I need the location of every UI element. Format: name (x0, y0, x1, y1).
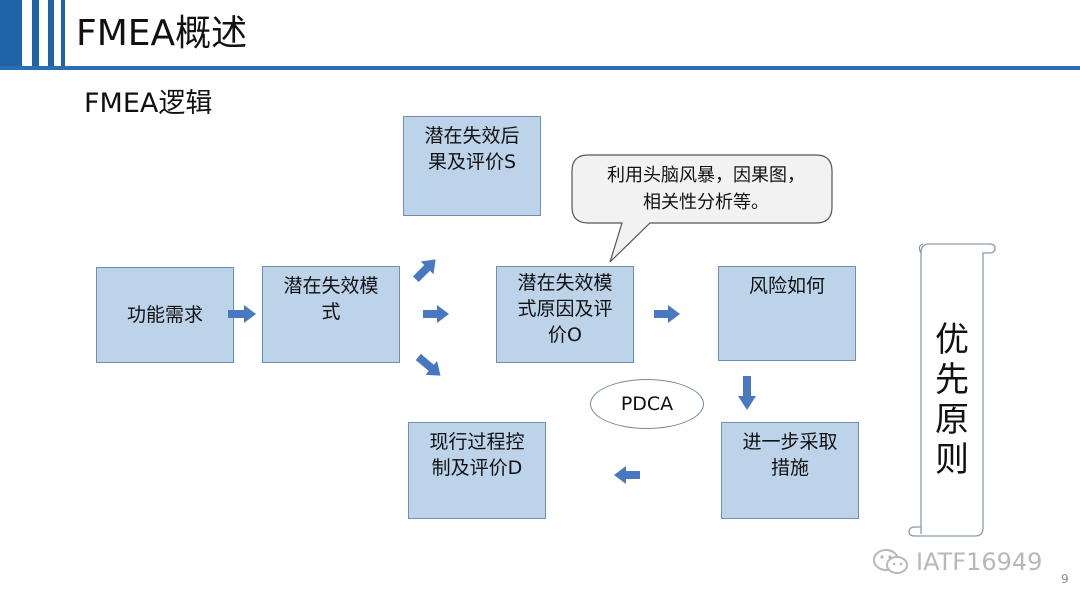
scroll-text: 优 先 原 则 (930, 320, 974, 480)
risk-label: 风险如何 (748, 275, 825, 297)
scroll-char-4: 则 (935, 440, 969, 480)
risk-box: 风险如何 (718, 266, 856, 361)
scroll-char-3: 原 (935, 400, 969, 440)
arrow-function-to-mode (228, 305, 256, 323)
watermark-text: IATF16949 (916, 548, 1043, 576)
failure-mode-line-2: 式 (321, 301, 341, 323)
current-control-line-1: 现行过程控 (429, 431, 525, 453)
function-requirements-box: 功能需求 (96, 267, 234, 363)
priority-scroll (908, 243, 996, 537)
arrow-risk-to-action (738, 376, 756, 410)
header-stripe-3 (48, 0, 54, 68)
wechat-icon (873, 549, 908, 574)
scroll-char-1: 优 (935, 320, 969, 360)
further-action-line-1: 进一步采取 (742, 431, 838, 453)
arrow-mode-to-control (415, 353, 441, 376)
header-stripe-4 (61, 0, 65, 68)
failure-cause-line-3: 价O (548, 324, 582, 346)
failure-effect-box: 潜在失效后 果及评价S (403, 116, 541, 216)
header-stripe-2 (32, 0, 39, 68)
further-action-line-2: 措施 (770, 457, 809, 479)
failure-mode-box: 潜在失效模 式 (262, 266, 400, 363)
header-stripe-1 (0, 0, 22, 68)
section-subtitle: FMEA逻辑 (84, 88, 213, 119)
arrow-mode-to-effect (412, 259, 436, 283)
current-control-line-2: 制及评价D (431, 457, 523, 479)
page-title: FMEA概述 (76, 13, 248, 54)
callout-bubble (571, 154, 833, 263)
failure-effect-line-1: 潜在失效后 (424, 125, 520, 147)
failure-cause-line-1: 潜在失效模 (517, 272, 613, 294)
arrow-action-to-control (614, 466, 640, 484)
function-requirements-label: 功能需求 (126, 304, 203, 326)
pdca-label: PDCA (620, 393, 674, 415)
callout-line-1: 利用头脑风暴，因果图， (607, 165, 805, 186)
page-number: 9 (1061, 572, 1069, 586)
failure-cause-box: 潜在失效模 式原因及评 价O (496, 266, 634, 363)
arrow-cause-to-risk (654, 305, 680, 323)
current-control-box: 现行过程控 制及评价D (408, 422, 546, 519)
failure-cause-line-2: 式原因及评 (517, 298, 613, 320)
pdca-ellipse: PDCA (590, 379, 704, 429)
callout-text: 利用头脑风暴，因果图， 相关性分析等。 (578, 162, 834, 216)
title-divider (0, 66, 1080, 70)
arrow-mode-to-cause (423, 305, 449, 323)
further-action-box: 进一步采取 措施 (721, 422, 859, 519)
failure-effect-line-2: 果及评价S (427, 151, 517, 173)
scroll-char-2: 先 (935, 360, 969, 400)
failure-mode-line-1: 潜在失效模 (283, 275, 379, 297)
watermark: IATF16949 (872, 548, 1042, 576)
callout-line-2: 相关性分析等。 (643, 192, 769, 213)
